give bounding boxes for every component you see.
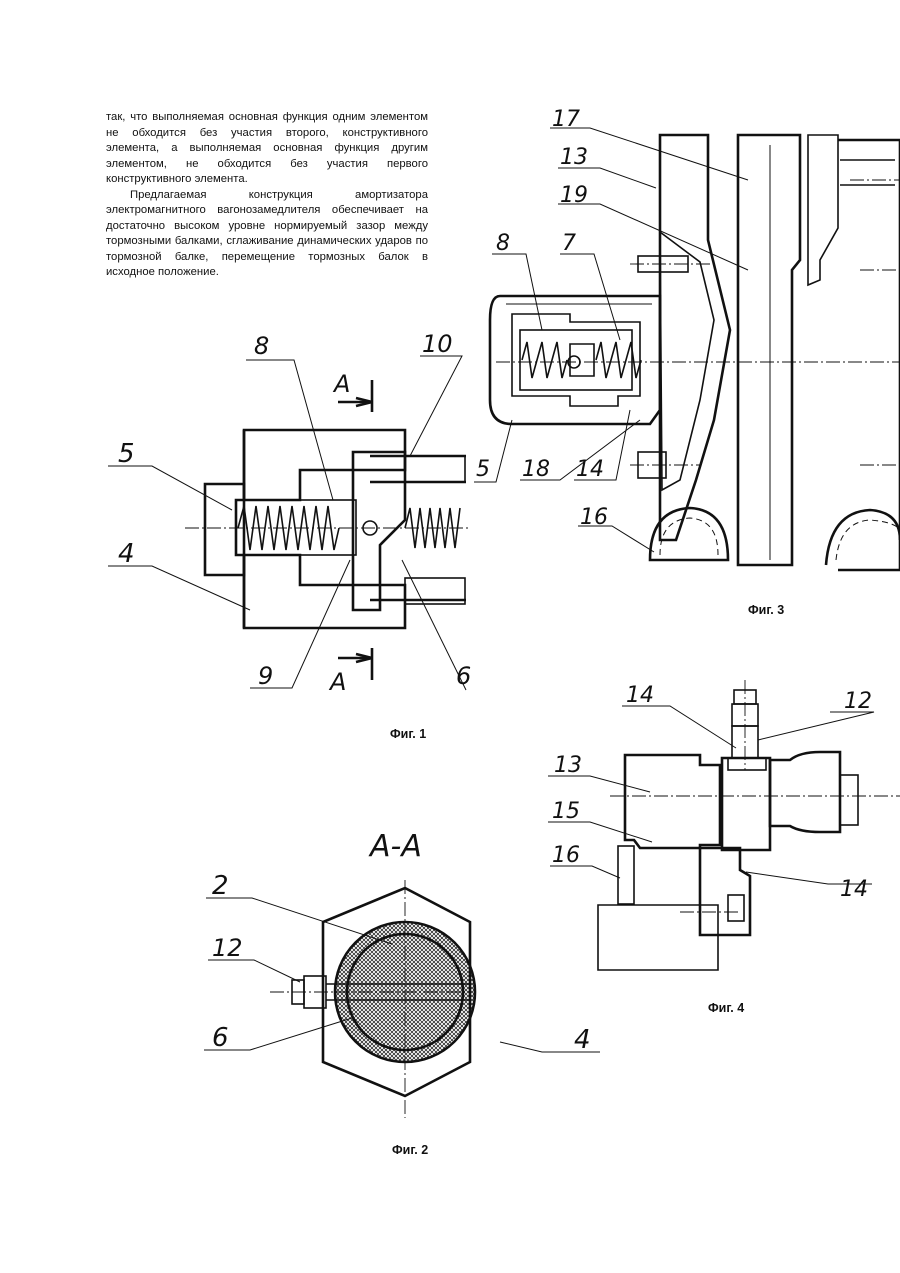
figure-4: 14 12 13 15 16 14 Фиг. 4 (548, 680, 900, 1015)
fig4-label-12: 12 (844, 689, 872, 714)
fig3-label-14: 14 (576, 457, 604, 482)
fig1-section-bottom: A (328, 668, 346, 696)
fig3-label-18: 18 (522, 457, 550, 482)
fig4-label-15: 15 (552, 799, 580, 824)
fig3-label-13: 13 (560, 145, 588, 170)
fig4-caption: Фиг. 4 (708, 1001, 744, 1015)
fig3-label-17: 17 (552, 107, 580, 132)
fig3-label-8: 8 (496, 231, 510, 256)
fig1-label-9: 9 (258, 662, 273, 690)
fig1-label-5: 5 (118, 439, 135, 469)
fig3-label-7: 7 (562, 231, 576, 256)
fig4-label-14-bottom: 14 (840, 877, 868, 902)
fig1-caption: Фиг. 1 (390, 727, 426, 741)
fig4-label-16: 16 (552, 843, 580, 868)
fig4-label-13: 13 (554, 753, 582, 778)
fig3-label-5: 5 (476, 457, 490, 482)
fig1-label-10: 10 (422, 330, 453, 358)
fig2-title: A-A (368, 829, 422, 864)
fig3-caption: Фиг. 3 (748, 603, 784, 617)
figure-2: A-A 2 12 6 4 Фиг. 2 (204, 829, 600, 1157)
fig1-label-4: 4 (118, 539, 135, 569)
fig3-label-16: 16 (580, 505, 608, 530)
fig2-label-6: 6 (212, 1023, 229, 1053)
fig1-section-top: A (332, 370, 350, 398)
fig2-caption: Фиг. 2 (392, 1143, 428, 1157)
fig3-label-19: 19 (560, 183, 588, 208)
figure-1: 8 10 5 4 9 6 A A Фиг. 1 (108, 330, 471, 741)
fig2-label-12: 12 (212, 934, 243, 962)
fig1-label-6: 6 (456, 662, 471, 690)
fig2-label-4: 4 (574, 1025, 591, 1055)
fig1-label-8: 8 (254, 332, 269, 360)
figure-3: 17 13 19 8 7 5 18 14 16 Фиг. 3 (474, 107, 900, 617)
fig2-label-2: 2 (212, 871, 229, 901)
fig4-label-14-top: 14 (626, 683, 654, 708)
